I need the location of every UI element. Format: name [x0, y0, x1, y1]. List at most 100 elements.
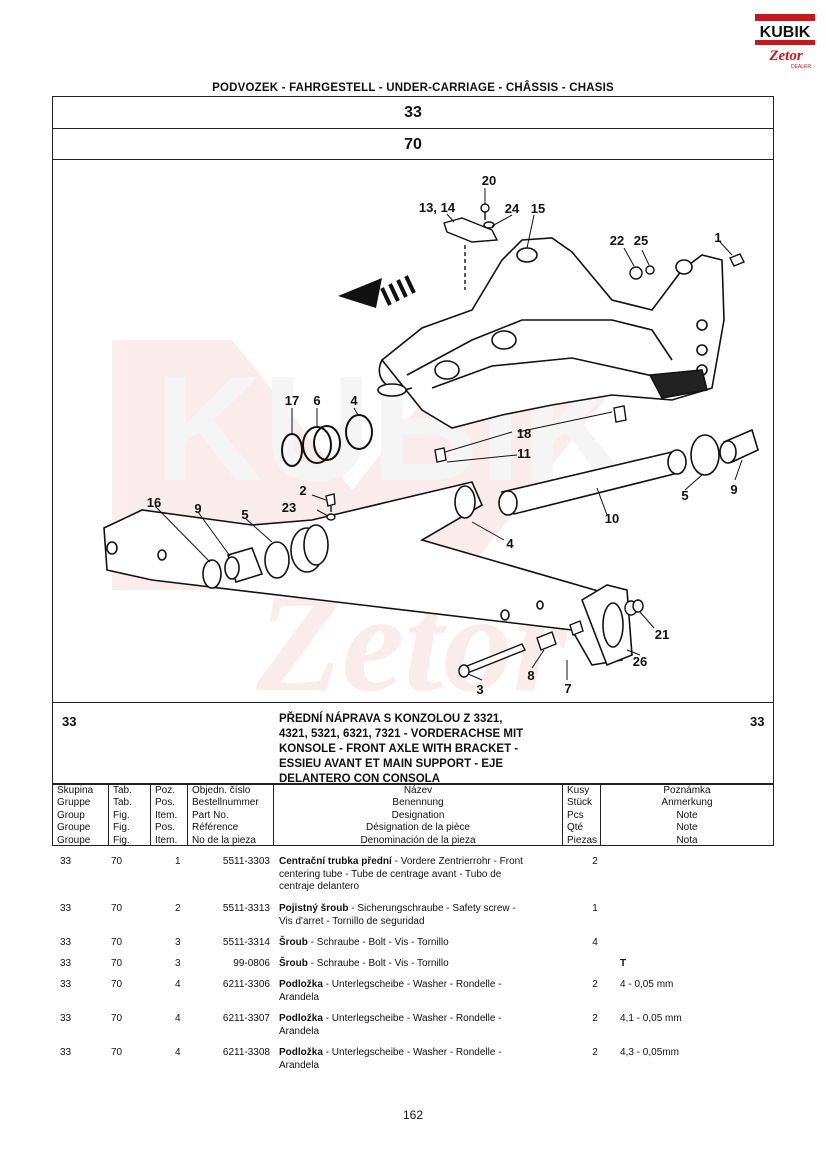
row-poz: 3: [175, 958, 181, 969]
callout-3: 3: [476, 682, 483, 697]
row-group: 33: [60, 958, 72, 969]
row-name: Pojistný šroub - Sicherungschraube - Saf…: [279, 903, 516, 927]
col-tab: Tab.Tab.Fig.Fig.Fig.: [109, 785, 151, 846]
small-fasteners-top: [629, 253, 745, 280]
row-name: Podložka - Unterlegscheibe - Washer - Ro…: [279, 1047, 502, 1071]
plate-and-bolt: [443, 203, 499, 290]
section-title-line: KONSOLE - FRONT AXLE WITH BRACKET -: [279, 743, 519, 755]
row-tab: 70: [111, 903, 123, 914]
callout-22: 22: [610, 233, 624, 248]
callout-18: 18: [517, 426, 531, 441]
section-title: PŘEDNÍ NÁPRAVA S KONZOLOU Z 3321, 4321, …: [279, 712, 579, 787]
bushing-and-rings: [202, 524, 329, 589]
direction-arrow: [338, 275, 416, 308]
callout-17: 17: [285, 393, 299, 408]
row-part-number: 5511-3303: [222, 856, 270, 867]
leader-lines: [154, 188, 743, 681]
row-poz: 3: [175, 937, 181, 948]
row-pcs: 2: [592, 1047, 598, 1058]
row-tab: 70: [111, 1047, 123, 1058]
callout-8: 8: [527, 668, 534, 683]
locking-screw: [325, 493, 336, 521]
diagram-frame: [52, 160, 774, 702]
row-poz: 4: [175, 1013, 181, 1024]
header-group-number: 33: [404, 104, 422, 121]
kubik-zetor-logo: KUBIK Zetor DEALER: [755, 14, 815, 70]
callout-5-right: 5: [681, 488, 688, 503]
row-poz: 1: [175, 856, 181, 867]
section-title-box: [52, 702, 774, 784]
header-box: 33 70: [52, 96, 774, 160]
callout-9-right: 9: [730, 482, 737, 497]
logo-sub: Zetor: [768, 48, 802, 64]
page-number: 162: [402, 1108, 424, 1122]
callout-26: 26: [633, 654, 647, 669]
callout-2: 2: [299, 483, 306, 498]
row-group: 33: [60, 1013, 72, 1024]
callout-25: 25: [634, 233, 648, 248]
row-name: Centrační trubka přední - Vordere Zentri…: [279, 856, 523, 892]
row-tab: 70: [111, 1013, 123, 1024]
callout-20: 20: [482, 173, 496, 188]
callout-13-14: 13, 14: [419, 200, 456, 215]
row-poz: 4: [175, 1047, 181, 1058]
row-part-number: 99-0806: [233, 958, 270, 969]
row-note: 4,3 - 0,05mm: [620, 1047, 679, 1058]
row-group: 33: [60, 979, 72, 990]
row-tab: 70: [111, 856, 123, 867]
row-name: Podložka - Unterlegscheibe - Washer - Ro…: [279, 1013, 502, 1037]
row-tab: 70: [111, 958, 123, 969]
callout-4-top: 4: [350, 393, 358, 408]
callout-4-bottom: 4: [506, 536, 514, 551]
row-part-number: 5511-3314: [222, 937, 270, 948]
section-title-line: 4321, 5321, 6321, 7321 - VORDERACHSE MIT: [279, 728, 524, 740]
row-group: 33: [60, 856, 72, 867]
callout-1: 1: [714, 230, 721, 245]
callout-9-left: 9: [194, 501, 201, 516]
row-note: 4,1 - 0,05 mm: [620, 1013, 682, 1024]
callout-labels: 20 13, 14 24 15 22 25 1 17 6 4 18 11 2 2…: [147, 173, 738, 697]
section-title-line: DELANTERO CON CONSOLA: [279, 773, 440, 785]
row-name: Podložka - Unterlegscheibe - Washer - Ro…: [279, 979, 502, 1003]
callout-6: 6: [313, 393, 320, 408]
row-pcs: 2: [592, 979, 598, 990]
row-group: 33: [60, 903, 72, 914]
row-part-number: 5511-3313: [222, 903, 270, 914]
page-header-title: PODVOZEK - FAHRGESTELL - UNDER-CARRIAGE …: [212, 82, 614, 94]
section-group-left: 33: [62, 714, 77, 729]
row-note: T: [620, 958, 627, 969]
col-poz: Poz.Pos.Item.Pos.Item.: [151, 785, 188, 846]
row-poz: 4: [175, 979, 181, 990]
row-pcs: 2: [592, 856, 598, 867]
section-group-right: 33: [750, 714, 765, 729]
row-note: 4 - 0,05 mm: [620, 979, 674, 990]
callout-5-left: 5: [241, 507, 248, 522]
studs: [434, 405, 627, 463]
exploded-parts-diagram: KUBIK Zetor: [103, 173, 759, 702]
row-pcs: 1: [592, 903, 598, 914]
bolt-assembly: [458, 599, 644, 678]
callout-10: 10: [605, 511, 619, 526]
row-group: 33: [60, 1047, 72, 1058]
row-part-number: 6211-3307: [222, 1013, 270, 1024]
callout-7: 7: [564, 681, 571, 696]
row-poz: 2: [175, 903, 181, 914]
callout-21: 21: [655, 627, 669, 642]
centering-tube: [498, 428, 759, 516]
callout-23: 23: [282, 500, 296, 515]
row-pcs: 2: [592, 1013, 598, 1024]
header-table-number: 70: [53, 128, 773, 160]
row-tab: 70: [111, 979, 123, 990]
callout-16: 16: [147, 495, 161, 510]
row-part-number: 6211-3308: [222, 1047, 270, 1058]
logo-brand: KUBIK: [760, 24, 811, 41]
callout-15: 15: [531, 201, 545, 216]
front-axle-bracket: [377, 237, 725, 429]
section-title-line: PŘEDNÍ NÁPRAVA S KONZOLOU Z 3321,: [279, 713, 503, 725]
